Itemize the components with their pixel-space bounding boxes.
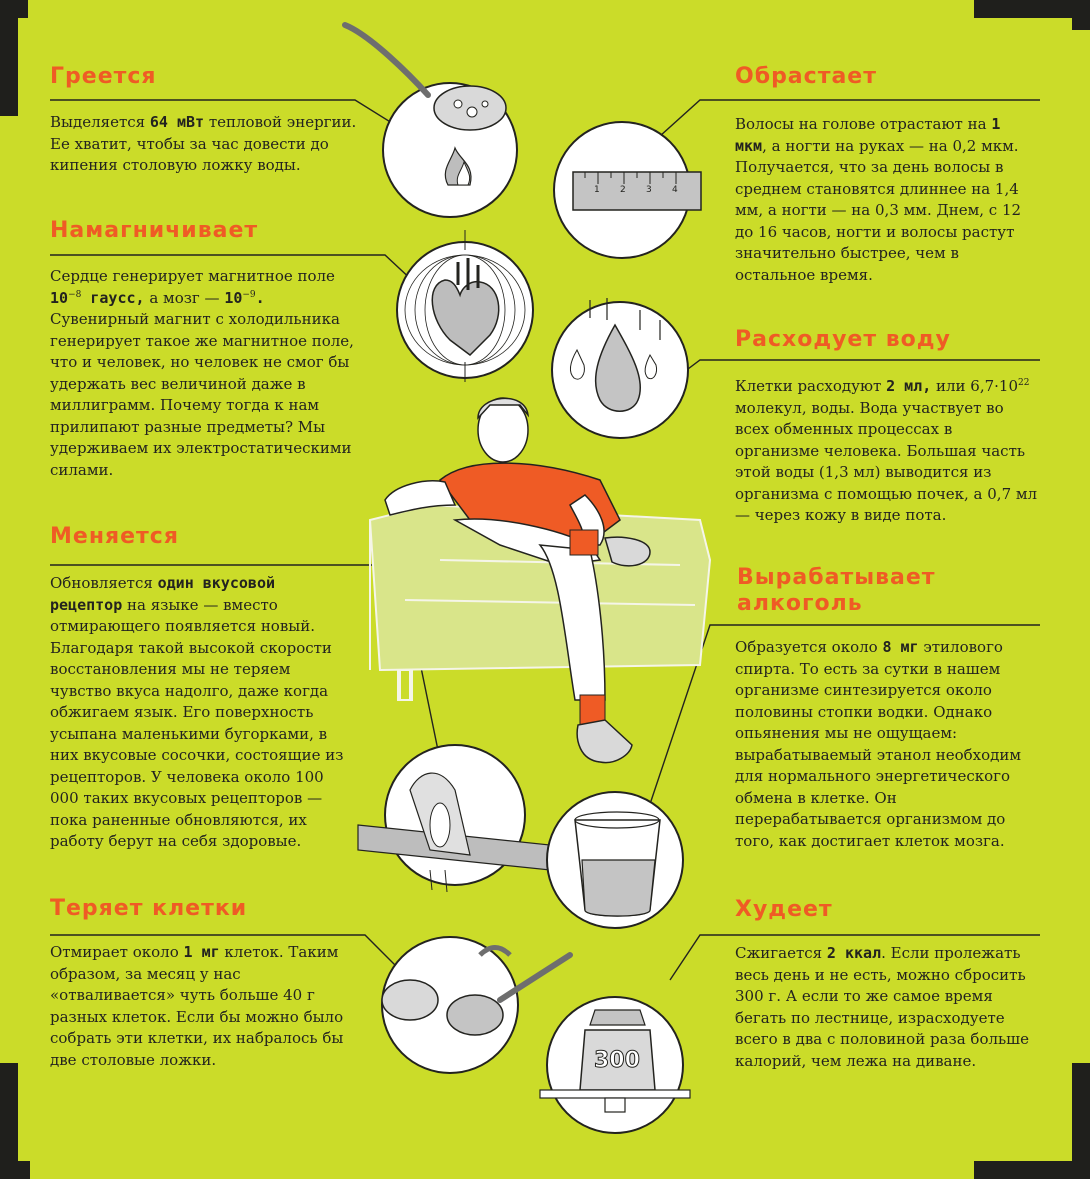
text-loses-cells-part1: Отмирает около — [50, 943, 184, 961]
glass-icon — [546, 791, 684, 929]
weight-label: 300 — [594, 1048, 641, 1074]
heading-loses-cells: Теряет клетки — [50, 896, 248, 921]
text-heats-bold: 64 мВт — [149, 113, 205, 131]
text-slims-part1: Сжигается — [735, 944, 827, 962]
heading-alcohol: Вырабатывает алкоголь — [737, 565, 936, 617]
text-slims: Сжигается 2 ккал. Если пролежать весь де… — [735, 943, 1040, 1072]
text-water-bold: 2 мл, — [886, 377, 932, 395]
heading-grows: Обрастает — [735, 64, 877, 89]
text-loses-cells-bold: 1 мг — [183, 943, 220, 961]
spoon-icon — [342, 22, 518, 218]
text-magnetizes-bold3: 10 — [224, 288, 243, 307]
leader-line-alcohol — [647, 624, 1040, 811]
text-heats-part2: тепловой энергии. Ее хватит, чтобы за ча… — [50, 113, 357, 174]
text-magnetizes-sup2: −9 — [242, 289, 256, 300]
heading-heats: Греется — [50, 64, 157, 89]
text-magnetizes-sup1: −8 — [68, 289, 82, 300]
text-magnetizes-part1: Сердце генерирует магнитное поле — [50, 267, 335, 285]
text-water: Клетки расходуют 2 мл, или 6,7·1022 моле… — [735, 376, 1040, 527]
corner-mark-bottom-left — [0, 1063, 18, 1179]
text-water-part2: или 6,7·10 — [931, 377, 1019, 395]
ruler-tick-3: 3 — [646, 185, 652, 195]
text-changes-part1: Обновляется — [50, 574, 158, 592]
ruler-tick-1: 1 — [594, 185, 600, 195]
text-alcohol-part2: этилового спирта. То есть за сутки в наш… — [735, 638, 1022, 850]
heading-alcohol-line2: алкоголь — [737, 591, 863, 616]
heading-slims: Худеет — [735, 897, 833, 922]
text-grows-part2: , а ногти на руках — на 0,2 мкм. Получае… — [735, 136, 1022, 284]
corner-mark-top-right — [974, 0, 1090, 18]
text-alcohol: Образуется около 8 мг этилового спирта. … — [735, 637, 1040, 852]
text-magnetizes-bold2: гаусс, — [81, 288, 145, 307]
text-heats: Выделяется 64 мВт тепловой энергии. Ее х… — [50, 112, 360, 177]
text-water-part1: Клетки расходуют — [735, 377, 887, 395]
leader-line-loses-cells — [50, 934, 396, 966]
leader-line-grows — [649, 99, 1040, 146]
text-magnetizes-bold4: . — [255, 288, 265, 307]
water-drops-icon — [551, 298, 689, 439]
leader-line-heats — [50, 99, 401, 129]
leader-line-magnetizes — [50, 254, 416, 284]
ruler-tick-4: 4 — [672, 185, 678, 195]
taste-bud-icon — [357, 744, 551, 893]
corner-mark-top-left — [0, 0, 18, 116]
text-magnetizes: Сердце генерирует магнитное поле 10−8 га… — [50, 266, 360, 481]
corner-mark-top-right-bar — [1072, 0, 1090, 30]
text-loses-cells-part2: клеток. Таким образом, за месяц у нас «о… — [50, 943, 344, 1069]
heading-magnetizes: Намагничивает — [50, 218, 259, 243]
text-grows-part1: Волосы на голове отрастают на — [735, 115, 992, 133]
heading-changes: Меняется — [50, 524, 179, 549]
text-loses-cells: Отмирает около 1 мг клеток. Таким образо… — [50, 942, 350, 1071]
ruler-tick-2: 2 — [620, 185, 626, 195]
ruler-icon — [553, 121, 702, 259]
text-magnetizes-part3: Сувенирный магнит с холодильника генерир… — [50, 310, 354, 479]
text-magnetizes-bold1: 10 — [50, 288, 69, 307]
text-grows-bold: 1 мкм — [735, 115, 1001, 155]
heading-alcohol-line1: Вырабатывает — [737, 565, 936, 590]
text-slims-bold: 2 ккал — [826, 944, 882, 962]
text-changes-part2: на языке — вместо отмирающего появляется… — [50, 595, 344, 851]
text-heats-part1: Выделяется — [50, 113, 150, 131]
person-on-sofa-illustration — [368, 397, 712, 764]
heading-water: Расходует воду — [735, 327, 951, 352]
text-changes: Обновляется один вкусовой рецептор на яз… — [50, 573, 350, 853]
text-magnetizes-part2: а мозг — — [144, 288, 225, 307]
spoons-powder-icon — [381, 936, 573, 1074]
text-grows: Волосы на голове отрастают на 1 мкм, а н… — [735, 114, 1040, 286]
text-changes-bold: один вкусовой рецептор — [50, 574, 276, 614]
leader-line-water — [679, 359, 1040, 376]
heart-icon — [396, 230, 534, 382]
corner-mark-top-left-bar — [0, 0, 28, 18]
corner-mark-bottom-left-bar — [0, 1161, 30, 1179]
text-water-part3: молекул, воды. Вода участвует во всех об… — [735, 398, 1038, 525]
corner-mark-bottom-right-bar — [974, 1161, 1090, 1179]
text-alcohol-part1: Образуется около — [735, 638, 883, 656]
corner-mark-bottom-right — [1072, 1063, 1090, 1179]
leader-line-slims — [669, 934, 1040, 981]
weight-300-icon — [539, 996, 691, 1134]
text-water-sup: 22 — [1018, 378, 1030, 388]
text-alcohol-bold: 8 мг — [882, 638, 919, 656]
text-slims-part2: . Если пролежать весь день и не есть, мо… — [735, 944, 1029, 1070]
flame-icon — [444, 146, 472, 186]
